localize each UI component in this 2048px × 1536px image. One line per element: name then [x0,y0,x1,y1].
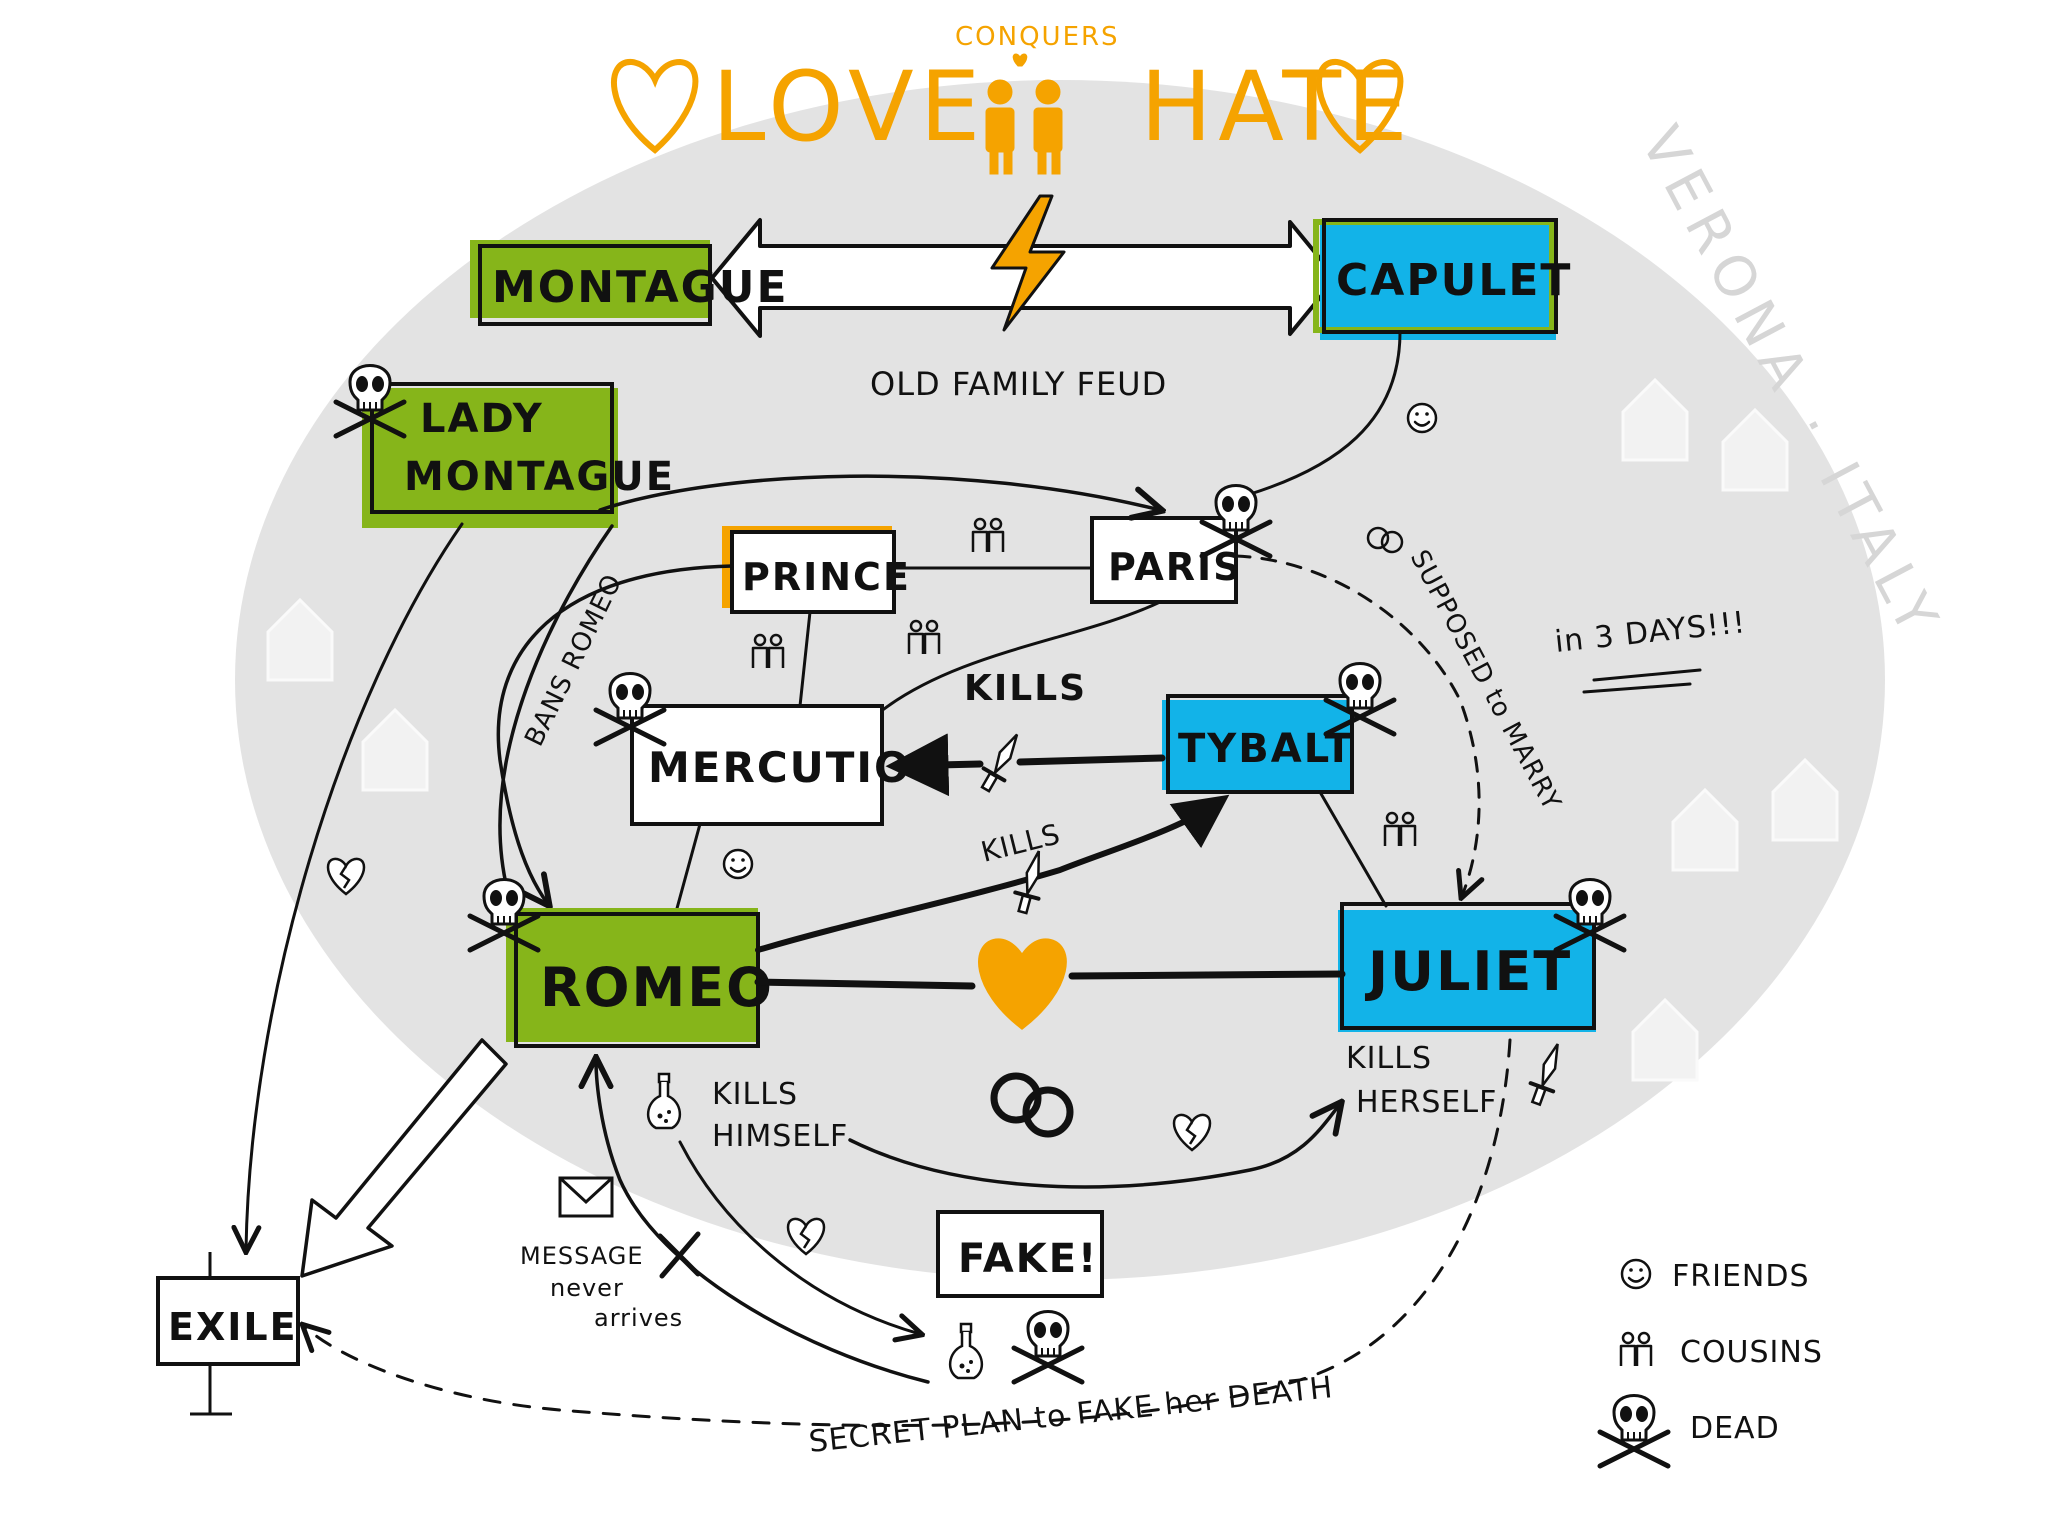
message-line3: arrives [594,1304,683,1332]
message-cross-icon [660,1234,698,1276]
title-conquers: CONQUERS [955,22,1120,52]
lady-montague-line2: MONTAGUE [404,454,675,500]
mercutio-romeo-smiley-icon [724,850,752,878]
kills-herself-line1: KILLS [1346,1041,1432,1076]
envelope-icon [560,1178,612,1216]
fake-potion-icon [950,1324,982,1378]
exile-node: EXILE [158,1252,298,1414]
juliet-label: JULIET [1364,940,1572,1003]
legend-cousins-label: COUSINS [1680,1335,1823,1370]
capulet-label: CAPULET [1336,255,1572,306]
capulet-node: CAPULET [1316,220,1572,340]
legend-dead-label: DEAD [1690,1411,1780,1446]
kills-himself-line1: KILLS [712,1077,798,1112]
kills-himself-line2: HIMSELF [712,1119,848,1154]
legend-skull-icon [1600,1396,1668,1467]
legend-cousins-icon [1621,1333,1651,1366]
message-line1: MESSAGE [520,1242,644,1270]
heart-left-icon [614,62,695,150]
romeo-label: ROMEO [540,956,774,1019]
fake-skull-icon [1014,1312,1082,1383]
secret-plan-label: SECRET PLAN to FAKE her DEATH [807,1370,1335,1460]
exile-label: EXILE [168,1305,298,1349]
kills-mercutio-label: KILLS [964,668,1087,709]
mercutio-label: MERCUTIO [648,743,912,792]
prince-label: PRINCE [742,555,911,599]
message-line2: never [550,1274,624,1302]
montague-label: MONTAGUE [492,262,789,313]
feud-label: OLD FAMILY FEUD [870,365,1167,403]
fake-label: FAKE! [958,1236,1098,1282]
kills-herself-line2: HERSELF [1356,1085,1497,1120]
prince-node: PRINCE [722,526,911,612]
juliet-node: JULIET [1338,880,1624,1033]
romeo-to-exile-arrow [302,1040,506,1276]
legend: FRIENDS COUSINS DEAD [1600,1259,1823,1466]
paris-label: PARIS [1108,545,1243,589]
fake-node: FAKE! [938,1212,1102,1382]
legend-friends-label: FRIENDS [1672,1259,1810,1294]
legend-smiley-icon [1622,1260,1650,1288]
capulet-paris-smiley-icon [1408,404,1436,432]
title-love: LOVE [712,51,986,163]
lady-montague-line1: LADY [420,396,544,442]
